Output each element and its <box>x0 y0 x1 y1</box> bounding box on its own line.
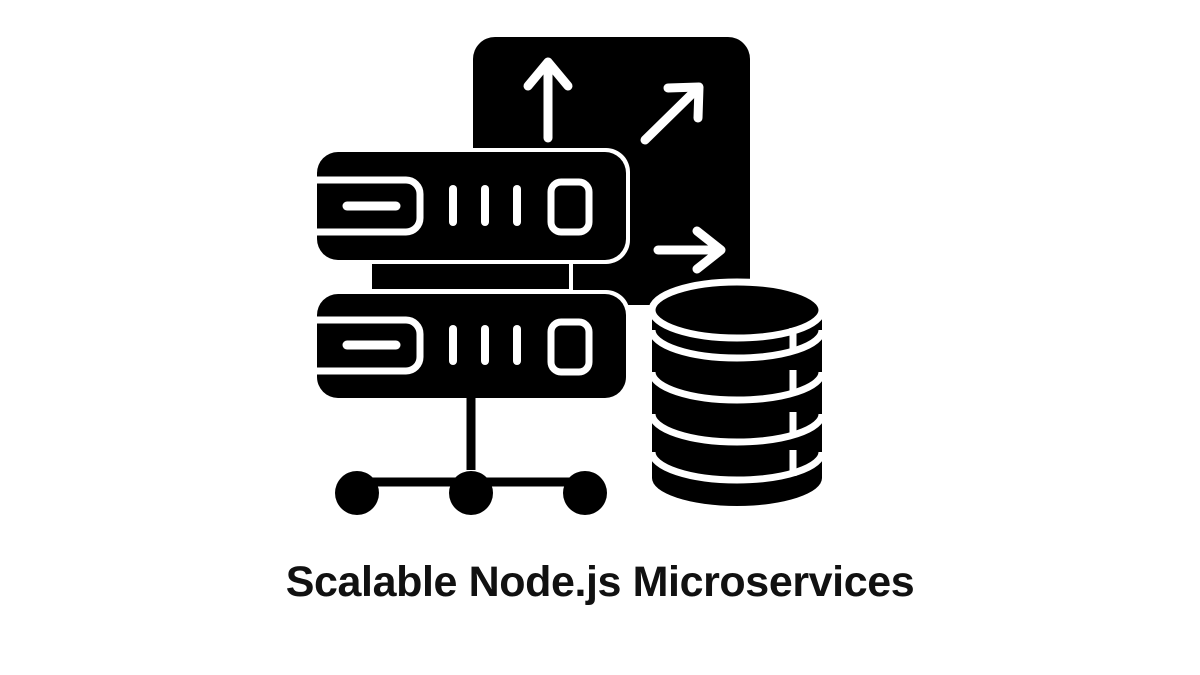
arrow-diagonal-icon <box>640 82 704 145</box>
database-separator-1 <box>648 329 826 362</box>
network-tree-nodes <box>335 471 607 515</box>
database-top-rim <box>648 278 826 342</box>
arrow-up-icon <box>523 57 573 143</box>
database-separator-2 <box>648 371 826 404</box>
page-title: Scalable Node.js Microservices <box>285 558 915 606</box>
server-connector-bar-body <box>372 264 569 289</box>
server-unit-bottom-indicators <box>449 325 521 365</box>
server-unit-bottom-bay-outline <box>317 316 424 375</box>
network-node-left <box>335 471 379 515</box>
server-unit-bottom <box>313 290 630 402</box>
arrow-right-icon <box>653 226 726 274</box>
network-node-right <box>563 471 607 515</box>
database-cylinder <box>648 278 826 506</box>
database-separator-4 <box>648 451 826 484</box>
server-unit-bottom-module <box>547 318 593 376</box>
server-connector-bar <box>368 260 573 293</box>
database-top-disc <box>652 282 822 338</box>
database-body <box>652 310 822 506</box>
database-separators <box>648 329 826 484</box>
server-unit-top-indicators <box>449 185 521 226</box>
scalable-microservices-illustration <box>313 37 826 515</box>
network-node-center <box>449 471 493 515</box>
server-unit-top <box>313 148 630 264</box>
database-separator-3 <box>648 413 826 446</box>
server-unit-top-bay-outline <box>317 176 424 236</box>
server-unit-top-module <box>547 178 593 236</box>
